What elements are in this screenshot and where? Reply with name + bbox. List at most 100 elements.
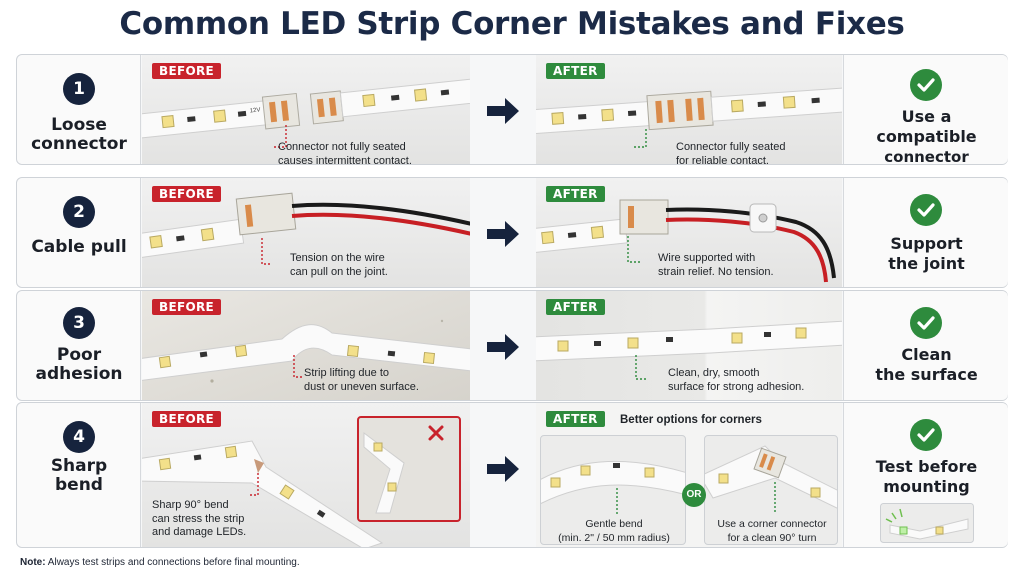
option-caption: Use a corner connector for a clean 90° t…: [705, 518, 837, 544]
before-panel: BEFORE Tension on the wire can pull on t…: [142, 178, 470, 287]
strip-marking: 12V: [250, 107, 261, 114]
caption-line: causes intermittent contact.: [278, 154, 412, 165]
before-panel: BEFORE Strip lifting due to dust or unev…: [142, 291, 470, 400]
caption-line: strain relief. No tension.: [658, 265, 774, 278]
step-cell: 1 Loose connector: [17, 55, 141, 164]
fix-line: Clean: [901, 345, 952, 364]
right-arrow-icon: [487, 221, 519, 247]
step-cell: 3 Poor adhesion: [17, 291, 141, 400]
checkmark-icon: [910, 69, 942, 101]
row-poor-adhesion: 3 Poor adhesion BEFORE Strip lifting due…: [16, 290, 1008, 401]
lifting-strip-photo: [142, 309, 470, 388]
after-caption: Connector fully seated for reliable cont…: [676, 141, 785, 164]
before-tag: BEFORE: [152, 299, 221, 315]
caption-line: Tension on the wire: [290, 252, 385, 264]
seated-connector-photo: [536, 86, 842, 148]
fix-cell: Clean the surface: [843, 291, 1008, 400]
caption-line: can pull on the joint.: [290, 265, 388, 278]
step-number-badge: 2: [63, 196, 95, 228]
footer-note: Note: Always test strips and connections…: [20, 557, 300, 568]
after-panel: AFTER Connector fully s: [536, 55, 842, 164]
caption-line: can stress the strip: [152, 512, 245, 525]
caption-line: Connector not fully seated: [278, 141, 406, 153]
before-caption: Connector not fully seated causes interm…: [278, 141, 412, 164]
arrow-cell: [470, 55, 536, 164]
caption-line: and damage LEDs.: [152, 526, 247, 538]
step-label-line: Loose: [51, 115, 107, 135]
fix-cell: Use a compatible connector: [843, 55, 1008, 166]
caption-line: Strip lifting due to: [304, 367, 389, 379]
corner-connector-photo: [705, 445, 837, 514]
step-label-line: Sharp: [50, 456, 108, 476]
fix-line: connector: [884, 148, 969, 166]
step-label-line: connector: [31, 134, 127, 154]
step-number-badge: 1: [63, 73, 95, 105]
step-label-line: bend: [55, 475, 103, 495]
fix-line: Support: [890, 234, 963, 253]
after-panel: AFTER Clean, dry, smooth surface for str…: [536, 291, 842, 400]
before-panel: BEFORE 12V: [142, 55, 470, 164]
after-tag: AFTER: [546, 299, 605, 315]
after-heading: Better options for corners: [620, 414, 762, 426]
checkmark-icon: [910, 307, 942, 339]
or-badge: OR: [682, 483, 706, 507]
row-loose-connector: 1 Loose connector BEFORE 12V: [16, 54, 1008, 166]
fix-line: the surface: [875, 365, 978, 384]
option-gentle-bend: Gentle bend (min. 2" / 50 mm radius): [540, 435, 686, 545]
arrow-cell: [470, 178, 536, 287]
step-cell: 4 Sharp bend: [17, 403, 141, 547]
row-sharp-bend: 4 Sharp bend BEFORE Sharp 90° bend can s: [16, 402, 1008, 548]
caption-line: Clean, dry, smooth: [668, 367, 760, 379]
step-number-badge: 3: [63, 307, 95, 339]
clean-surface-photo: [536, 320, 842, 380]
before-tag: BEFORE: [152, 63, 221, 79]
caption-line: Connector fully seated: [676, 141, 786, 153]
option-corner-connector: Use a corner connector for a clean 90° t…: [704, 435, 838, 545]
page-title: Common LED Strip Corner Mistakes and Fix…: [119, 6, 905, 42]
caption-line: (min. 2" / 50 mm radius): [558, 531, 670, 544]
before-tag: BEFORE: [152, 411, 221, 427]
after-tag: AFTER: [546, 411, 605, 427]
option-caption: Gentle bend (min. 2" / 50 mm radius): [541, 518, 685, 544]
after-tag: AFTER: [546, 63, 605, 79]
gentle-bend-photo: [541, 460, 685, 514]
step-label-line: Poor: [56, 345, 102, 365]
fix-cell: Support the joint: [843, 178, 1008, 287]
after-tag: AFTER: [546, 186, 605, 202]
fix-line: mounting: [883, 477, 970, 496]
row-cable-pull: 2 Cable pull BEFORE Tension on the wire …: [16, 177, 1008, 288]
after-caption: Clean, dry, smooth surface for strong ad…: [668, 367, 804, 394]
after-caption: Wire supported with strain relief. No te…: [658, 252, 774, 279]
step-cell: 2 Cable pull: [17, 178, 141, 287]
fix-line: Use a: [901, 107, 952, 126]
before-caption: Strip lifting due to dust or uneven surf…: [304, 367, 419, 394]
after-panel: AFTER Better options for corners Gentle …: [536, 403, 842, 547]
checkmark-icon: [910, 194, 942, 226]
arrow-cell: [470, 291, 536, 400]
fix-cell: Test before mounting: [843, 403, 1008, 547]
caption-line: for a clean 90° turn: [727, 531, 817, 544]
caption-line: Use a corner connector: [717, 518, 827, 530]
test-strip-thumbnail: [880, 503, 974, 543]
sharp-bend-photo: [142, 416, 461, 547]
caption-line: Wire supported with: [658, 252, 756, 264]
after-panel: AFTER Wire supported with strain relief.…: [536, 178, 842, 287]
fix-line: the joint: [888, 254, 965, 273]
right-arrow-icon: [487, 456, 519, 482]
fix-line: Test before: [875, 457, 978, 476]
fix-line: compatible: [876, 127, 977, 146]
note-text: Always test strips and connections befor…: [47, 557, 300, 568]
right-arrow-icon: [487, 98, 519, 124]
before-caption: Sharp 90° bend can stress the strip and …: [152, 499, 246, 540]
caption-line: for reliable contact.: [676, 154, 769, 165]
strain-relief-photo: [536, 199, 836, 283]
step-label-line: adhesion: [35, 364, 123, 384]
note-prefix: Note:: [20, 557, 46, 568]
cable-tension-photo: [142, 192, 470, 265]
step-number-badge: 4: [63, 421, 95, 453]
caption-line: dust or uneven surface.: [304, 380, 419, 393]
before-tag: BEFORE: [152, 186, 221, 202]
error-x-icon: [428, 425, 444, 441]
arrow-cell: [470, 403, 536, 547]
checkmark-icon: [910, 419, 942, 451]
